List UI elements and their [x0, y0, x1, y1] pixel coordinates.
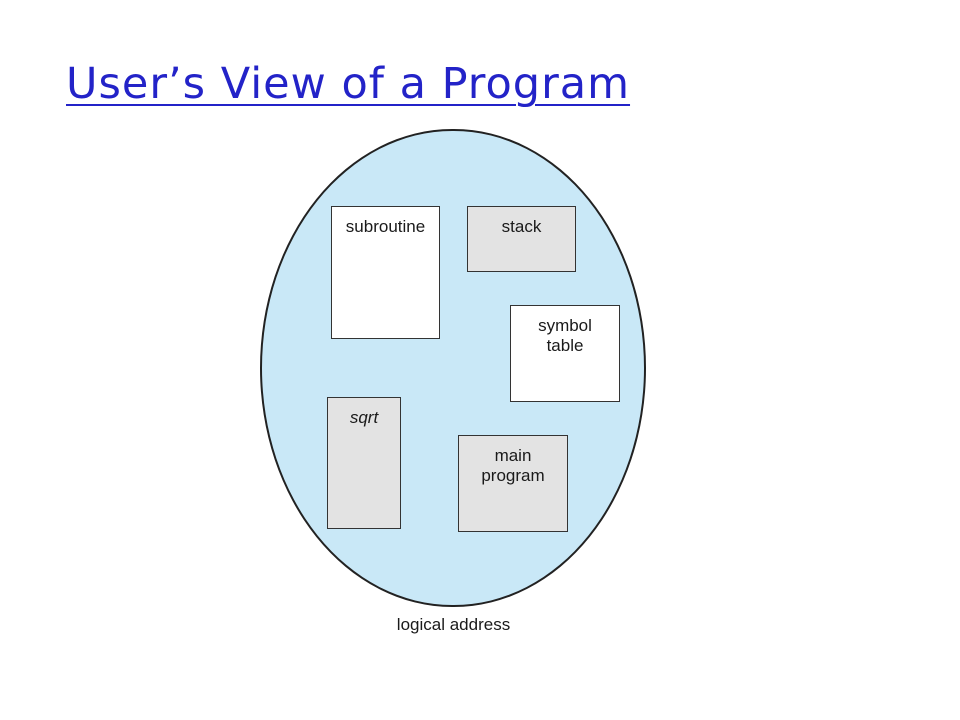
segment-stack: stack	[467, 206, 576, 272]
slide-title: User’s View of a Program	[66, 59, 631, 109]
segment-stack-label: stack	[501, 217, 542, 236]
segment-subroutine-label: subroutine	[345, 217, 426, 236]
segment-symbol-table-label: symbol table	[538, 316, 592, 355]
segment-main-program: main program	[458, 435, 568, 532]
segment-subroutine: subroutine	[331, 206, 440, 339]
segment-sqrt-label: sqrt	[349, 408, 379, 427]
logical-address-caption: logical address	[396, 615, 511, 634]
logical-address-figure: subroutine stack symbol table sqrt main …	[259, 129, 648, 641]
segment-symbol-table: symbol table	[510, 305, 620, 402]
segment-main-program-label: main program	[481, 446, 545, 485]
segment-sqrt: sqrt	[327, 397, 401, 529]
